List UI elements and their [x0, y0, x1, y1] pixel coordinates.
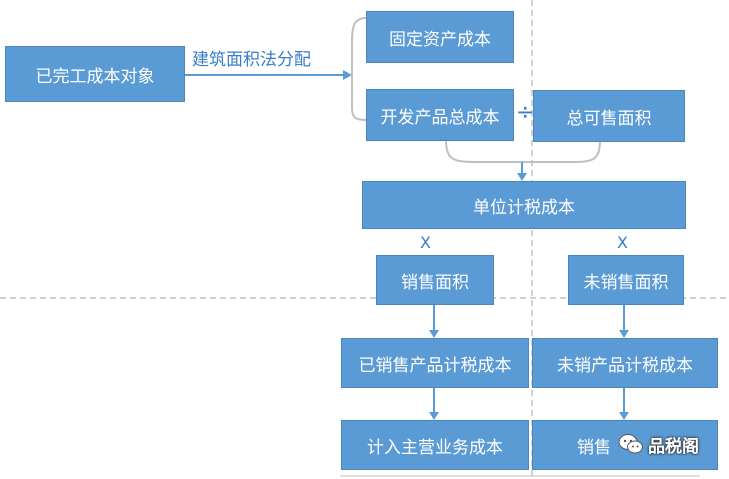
watermark: 品税阁	[618, 428, 699, 460]
source-node: 已完工成本对象	[5, 46, 185, 102]
edge-label: 建筑面积法分配	[192, 50, 311, 70]
watermark-text: 品税阁	[648, 436, 699, 457]
multiply-right: X	[617, 233, 628, 252]
node-total-saleable-area: 总可售面积	[533, 90, 685, 142]
bottom-curve	[445, 139, 601, 163]
node-sold-product-tax-cost: 已销售产品计税成本	[341, 338, 529, 388]
node-partial-sales: 销售	[532, 420, 718, 470]
node-unsold-area: 未销售面积	[568, 255, 684, 305]
node-fixed-asset-cost: 固定资产成本	[366, 11, 514, 63]
divide-operator: ÷	[516, 100, 535, 125]
node-sold-area: 销售面积	[376, 255, 494, 305]
wechat-icon	[618, 434, 643, 454]
node-main-business-cost: 计入主营业务成本	[341, 420, 529, 470]
node-dev-product-total-cost: 开发产品总成本	[366, 89, 514, 141]
node-unsold-product-tax-cost: 未销产品计税成本	[532, 338, 718, 388]
allocation-arrow-head	[343, 70, 352, 80]
node-partial-label: 销售	[577, 437, 611, 458]
bracket	[351, 17, 367, 121]
multiply-left: X	[420, 233, 431, 252]
node-unit-tax-cost: 单位计税成本	[362, 181, 686, 229]
